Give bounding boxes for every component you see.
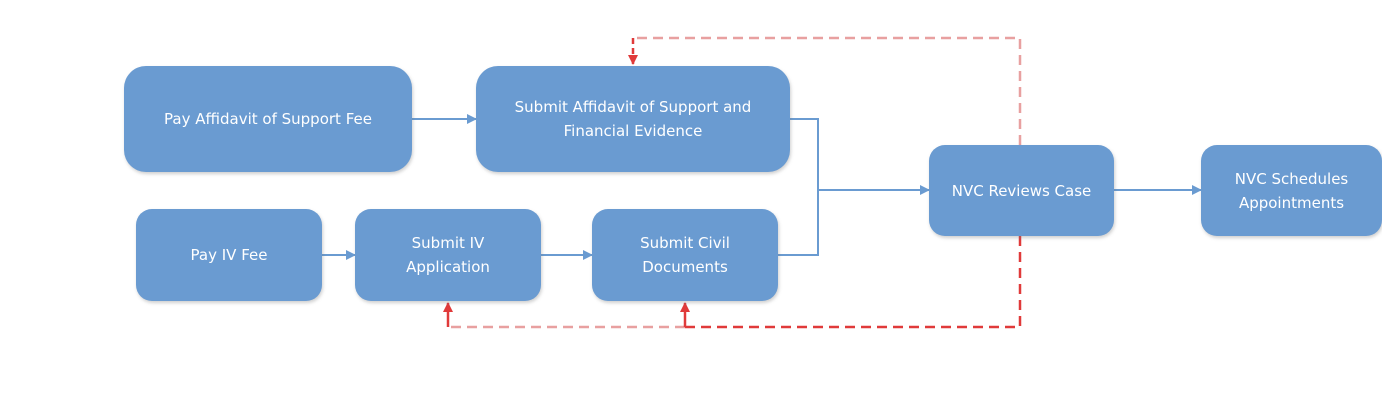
node-pay-affidavit-fee-label: Pay Affidavit of Support Fee [164, 110, 372, 128]
node-pay-affidavit-fee: Pay Affidavit of Support Fee [124, 66, 412, 172]
node-submit-affidavit-label: Submit Affidavit of Support and Financia… [514, 98, 752, 140]
node-submit-civil-documents-label: Submit Civil Documents [640, 234, 730, 276]
node-submit-civil-documents: Submit Civil Documents [592, 209, 778, 301]
node-nvc-reviews-case-label: NVC Reviews Case [951, 181, 1092, 200]
connector-civil-docs-to-merge [778, 190, 819, 256]
node-submit-affidavit: Submit Affidavit of Support and Financia… [476, 66, 790, 172]
node-nvc-schedules-appointments: NVC Schedules Appointments [1201, 145, 1382, 236]
node-pay-iv-fee-label: Pay IV Fee [190, 246, 268, 264]
node-pay-iv-fee: Pay IV Fee [136, 209, 322, 301]
node-submit-iv-application: Submit IV Application [355, 209, 541, 301]
node-nvc-schedules-appointments-label: NVC Schedules Appointments [1234, 169, 1349, 212]
connector-affidavit-to-merge [790, 118, 819, 190]
feedback-loop-top [633, 36, 1022, 145]
node-nvc-reviews-case: NVC Reviews Case [929, 145, 1114, 236]
node-submit-iv-application-label: Submit IV Application [406, 234, 490, 276]
